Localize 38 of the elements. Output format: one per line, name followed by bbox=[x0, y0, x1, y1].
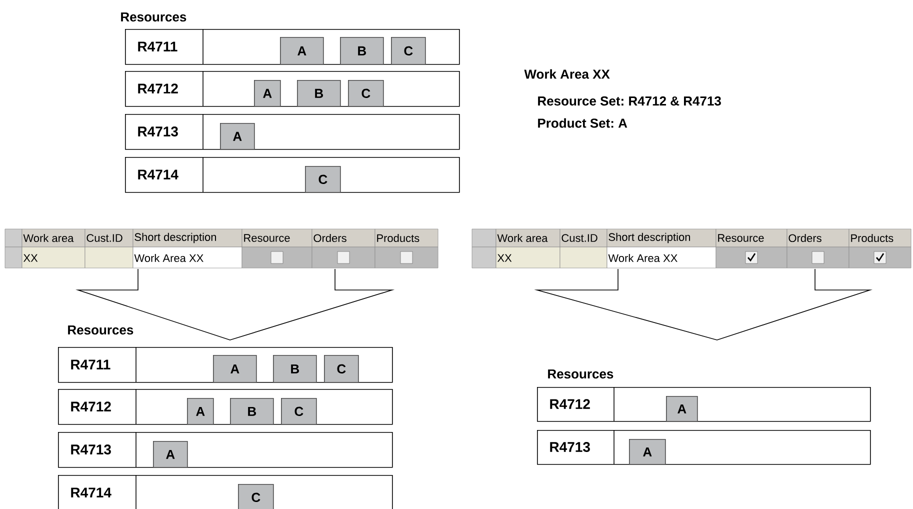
order-block: A bbox=[629, 439, 666, 465]
column-header: Resource bbox=[242, 228, 312, 248]
column-header: Work area bbox=[22, 228, 86, 248]
heading: Resources bbox=[68, 325, 134, 335]
order-block: B bbox=[230, 398, 274, 425]
order-block: A bbox=[280, 37, 324, 65]
order-block: A bbox=[254, 80, 281, 107]
heading: Resources bbox=[121, 12, 186, 22]
column-header: Orders bbox=[786, 228, 850, 248]
table-cell: Work Area XX bbox=[606, 246, 716, 268]
note-title: Work Area XX bbox=[524, 69, 610, 79]
column-header: Products bbox=[374, 228, 438, 248]
order-block: B bbox=[273, 355, 317, 383]
column-header: Cust.ID bbox=[560, 228, 608, 248]
column-header: Cust.ID bbox=[84, 228, 134, 248]
order-block: A bbox=[213, 355, 257, 383]
order-block: A bbox=[666, 396, 698, 422]
column-header: Orders bbox=[312, 228, 376, 248]
order-block: A bbox=[153, 441, 188, 468]
table-cell: XX bbox=[22, 246, 86, 268]
order-block: C bbox=[391, 37, 426, 65]
column-header: Work area bbox=[496, 228, 560, 248]
order-block: B bbox=[297, 80, 341, 107]
order-block: C bbox=[348, 80, 384, 107]
heading: Resources bbox=[548, 369, 614, 379]
order-block: A bbox=[220, 123, 255, 150]
order-block: C bbox=[281, 398, 317, 425]
order-block: B bbox=[340, 37, 384, 65]
order-block: C bbox=[305, 166, 341, 193]
table-cell: XX bbox=[496, 246, 560, 268]
table-cell: Work Area XX bbox=[132, 246, 242, 268]
order-block: C bbox=[324, 355, 359, 383]
note-line: Product Set: A bbox=[538, 118, 628, 128]
column-header: Products bbox=[848, 228, 912, 248]
column-header: Resource bbox=[716, 228, 788, 248]
order-block: C bbox=[238, 484, 274, 509]
note-line: Resource Set: R4712 & R4713 bbox=[538, 96, 721, 106]
order-block: A bbox=[187, 398, 214, 425]
